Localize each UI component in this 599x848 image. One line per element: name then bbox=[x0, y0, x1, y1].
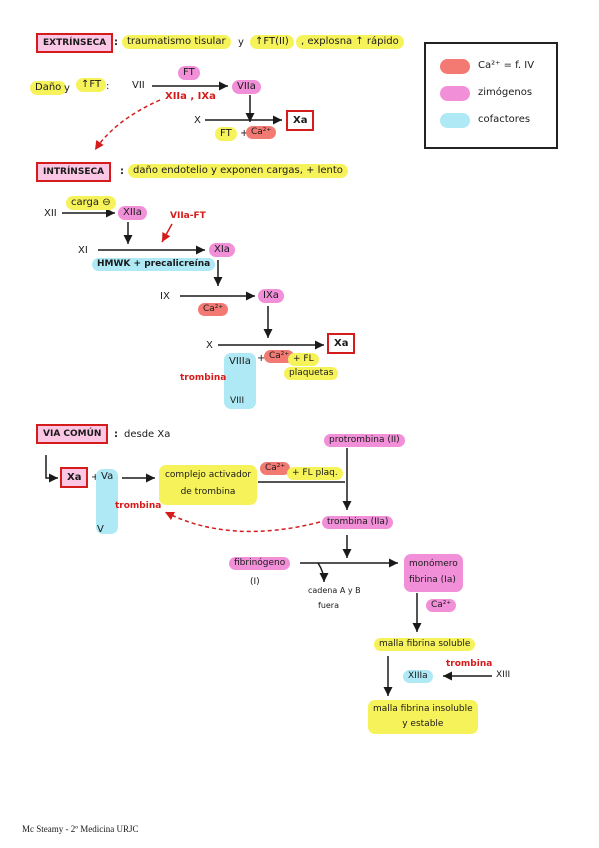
malla-insoluble: malla fibrina insoluble y estable bbox=[368, 700, 478, 734]
xiii-label: XIII bbox=[496, 670, 511, 680]
extrinseca-desc: traumatismo tisular bbox=[122, 35, 231, 49]
legend-label-ca: Ca²⁺ = f. IV bbox=[478, 60, 535, 71]
ca-monomero-label: Ca²⁺ bbox=[426, 599, 457, 612]
complejo-activador: complejo activador de trombina bbox=[159, 465, 257, 505]
fl-plaq-label: + FL plaq. bbox=[287, 467, 343, 480]
legend-swatch-coral bbox=[440, 59, 470, 74]
dashed-viia-to-intrinseca bbox=[94, 99, 161, 151]
xiiia-label: XIIIa bbox=[403, 670, 433, 683]
ca2-intrinseca-label: Ca²⁺ bbox=[264, 350, 295, 363]
comun-colon: : bbox=[114, 429, 118, 440]
plaquetas-label: plaquetas bbox=[284, 367, 339, 380]
fl-label: + FL bbox=[288, 353, 319, 366]
va-label: Va bbox=[96, 469, 119, 534]
cadena-line1: cadena A y B bbox=[308, 586, 361, 595]
trombina-intrinseca-label: trombina bbox=[180, 373, 227, 383]
comun-desc: desde Xa bbox=[124, 429, 171, 440]
viii-label: VIII bbox=[230, 396, 245, 406]
ca-intrinseca-label: Ca²⁺ bbox=[198, 303, 229, 316]
viia-label: VIIa bbox=[232, 80, 261, 94]
fibrinogeno-i: (I) bbox=[250, 577, 260, 587]
monomero-line2: fibrina (Ia) bbox=[409, 575, 456, 585]
xii-label: XII bbox=[44, 208, 57, 219]
complejo-line2: de trombina bbox=[180, 487, 236, 497]
ixa-label: IXa bbox=[258, 289, 284, 303]
ca-comun-label: Ca²⁺ bbox=[260, 462, 291, 475]
malla-insoluble-line1: malla fibrina insoluble bbox=[373, 704, 473, 714]
arrow-cadena-out bbox=[317, 562, 329, 583]
xa-box: Xa bbox=[286, 110, 315, 131]
extrinseca-ft-ii: ↑FT(II) bbox=[250, 35, 294, 49]
x-intrinseca-label: X bbox=[206, 340, 213, 351]
xi-label: XI bbox=[78, 245, 88, 256]
legend-swatch-pink bbox=[440, 86, 470, 101]
ft-cofactor-label: FT bbox=[215, 127, 237, 141]
fibrinogeno-label: fibrinógeno bbox=[229, 557, 291, 570]
protrombina-label: protrombina (II) bbox=[324, 434, 405, 447]
monomero-fibrina: monómero fibrina (Ia) bbox=[404, 554, 463, 592]
dashed-trombina-to-va bbox=[164, 511, 321, 533]
ft-enzyme-label: FT bbox=[178, 66, 200, 80]
cadena-line2: fuera bbox=[318, 601, 339, 610]
plus-intrinseca: + bbox=[257, 353, 266, 364]
footer-credit: Mc Steamy - 2º Medicina URJC bbox=[22, 824, 139, 834]
xia-label: XIa bbox=[209, 243, 235, 257]
dano-y: y bbox=[64, 83, 70, 94]
extrinseca-desc-y: y bbox=[238, 37, 244, 48]
ca-label: Ca²⁺ bbox=[246, 126, 277, 139]
xa-comun-box: Xa bbox=[60, 467, 89, 488]
trombina-iia-label: trombina (IIa) bbox=[322, 516, 394, 529]
plus-label: + bbox=[240, 128, 249, 139]
legend-label-cofactores: cofactores bbox=[478, 114, 531, 125]
trombina-comun-label: trombina bbox=[115, 501, 162, 511]
x-label: X bbox=[194, 115, 201, 126]
extrinseca-explosion: , explosna ↑ rápido bbox=[296, 35, 404, 49]
malla-insoluble-line2: y estable bbox=[402, 719, 444, 729]
vii-label: VII bbox=[132, 80, 145, 91]
carga-label: carga ⊖ bbox=[66, 196, 116, 210]
dano-label: Daño bbox=[30, 81, 67, 95]
extrinseca-colon: : bbox=[114, 37, 118, 48]
xa-intrinseca-box: Xa bbox=[327, 333, 356, 354]
intrinseca-colon: : bbox=[120, 166, 124, 177]
legend-label-zimogenos: zimógenos bbox=[478, 87, 533, 98]
ix-label: IX bbox=[160, 291, 170, 302]
plus-comun: + bbox=[91, 473, 99, 483]
intrinseca-title: INTRÍNSECA bbox=[36, 162, 112, 182]
malla-soluble-label: malla fibrina soluble bbox=[374, 638, 476, 651]
intrinseca-desc: daño endotelio y exponen cargas, + lento bbox=[128, 164, 348, 178]
viia-ft-label: VIIa-FT bbox=[170, 211, 206, 221]
ft-colon: : bbox=[106, 81, 110, 92]
hmwk-label: HMWK + precalicreína bbox=[92, 258, 216, 271]
xiia-ixa-label: XIIa , IXa bbox=[165, 91, 216, 102]
legend: Ca²⁺ = f. IV zimógenos cofactores bbox=[424, 42, 558, 149]
monomero-line1: monómero bbox=[409, 559, 458, 569]
viiia-label: VIIIa bbox=[224, 353, 256, 409]
extrinseca-title: EXTRÍNSECA bbox=[36, 33, 114, 53]
legend-swatch-blue bbox=[440, 113, 470, 128]
arrow-into-xa bbox=[45, 455, 58, 483]
trombina-xiii-label: trombina bbox=[446, 659, 493, 669]
ft-up-label: ↑FT bbox=[76, 78, 107, 92]
xiia-label: XIIa bbox=[118, 206, 147, 220]
v-label: V bbox=[97, 524, 104, 535]
complejo-line1: complejo activador bbox=[164, 470, 252, 480]
arrow-viia-ft-to-xi bbox=[161, 223, 173, 243]
comun-title: VIA COMÚN bbox=[36, 424, 109, 444]
